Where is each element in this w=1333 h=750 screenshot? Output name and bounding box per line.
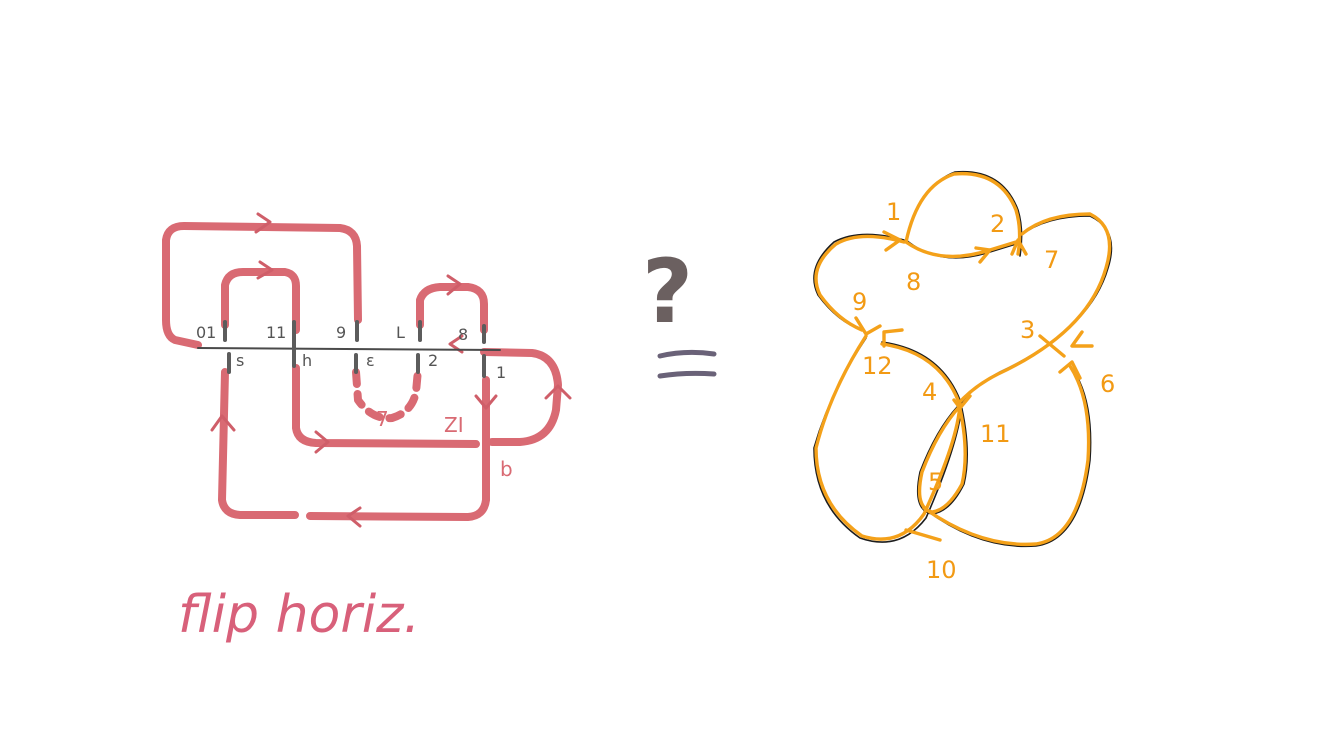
crossing-label: 9 xyxy=(852,288,867,316)
crossing-label: 10 xyxy=(926,556,957,584)
arrow xyxy=(474,394,498,410)
arrow xyxy=(544,384,572,400)
strand-label: ZI xyxy=(444,413,464,437)
arrow xyxy=(254,212,272,234)
crossing-label: 2 xyxy=(428,351,438,370)
arrow xyxy=(446,274,462,296)
right-outer-arc xyxy=(480,348,562,446)
strand-label: b xyxy=(500,457,513,481)
arrow xyxy=(882,328,904,348)
right-knot-diagram: 1 8 2 7 9 12 3 6 4 11 5 10 xyxy=(813,170,1115,584)
knot-outline xyxy=(925,367,1092,548)
crossing-label: 6 xyxy=(1100,370,1115,398)
crossing-label: 1 xyxy=(886,198,901,226)
arrow xyxy=(314,430,330,454)
question-mark: ? xyxy=(642,240,693,343)
crossing-label: 8 xyxy=(906,268,921,296)
crossing-label: L xyxy=(396,323,405,342)
equals-top-stroke xyxy=(657,349,717,359)
knot-strand xyxy=(880,342,967,514)
crossing-label: ε xyxy=(366,351,375,370)
equals-bottom-stroke xyxy=(657,370,717,379)
crossing-label: 11 xyxy=(980,420,1011,448)
knot-strand xyxy=(922,364,1091,547)
arrow xyxy=(1010,238,1028,256)
arrow xyxy=(210,414,236,432)
knot-strand xyxy=(814,334,962,541)
crossing-label: 1 xyxy=(496,363,506,382)
middle-top-loop xyxy=(221,268,300,334)
knot-outline xyxy=(881,341,968,515)
crossing-label: 11 xyxy=(266,323,286,342)
knot-strand xyxy=(956,212,1112,406)
arrow xyxy=(952,394,972,410)
handwritten-caption: flip horiz. xyxy=(178,585,420,645)
comparison-symbol: ? xyxy=(642,240,717,379)
arrow xyxy=(346,506,362,528)
arrow xyxy=(1070,330,1094,348)
crossing-tick xyxy=(1038,334,1066,358)
right-top-loop xyxy=(416,283,488,334)
crossing-label: 4 xyxy=(922,378,937,406)
left-knot-diagram: 01 11 9 L 8 s h ε 2 1 7 ZI b xyxy=(162,212,572,528)
big-u-loop xyxy=(218,368,490,521)
outer-top-loop xyxy=(162,222,362,349)
crossing-bar xyxy=(197,347,501,351)
crossing-label: h xyxy=(302,351,312,370)
knot-outline xyxy=(959,215,1113,405)
arrow xyxy=(854,316,882,336)
crossing-label: 01 xyxy=(196,323,216,342)
inner-u-loop xyxy=(292,364,480,448)
arrow xyxy=(1058,360,1082,380)
crossing-label: 9 xyxy=(336,323,346,342)
arrow xyxy=(974,246,992,264)
arrow xyxy=(256,260,274,280)
arrow xyxy=(882,230,902,252)
crossing-tick xyxy=(904,528,942,542)
crossing-label: 12 xyxy=(862,352,893,380)
crossing-label: 3 xyxy=(1020,316,1035,344)
crossing-label: 5 xyxy=(928,468,943,496)
crossing-label: 2 xyxy=(990,210,1005,238)
knot-strand xyxy=(904,171,1022,256)
knot-strand xyxy=(814,234,906,332)
crossing-label: 8 xyxy=(458,325,468,344)
dashed-dip xyxy=(352,366,422,423)
crossing-label: 7 xyxy=(1044,246,1059,274)
strand-label: 7 xyxy=(376,407,389,431)
crossing-label: s xyxy=(236,351,244,370)
